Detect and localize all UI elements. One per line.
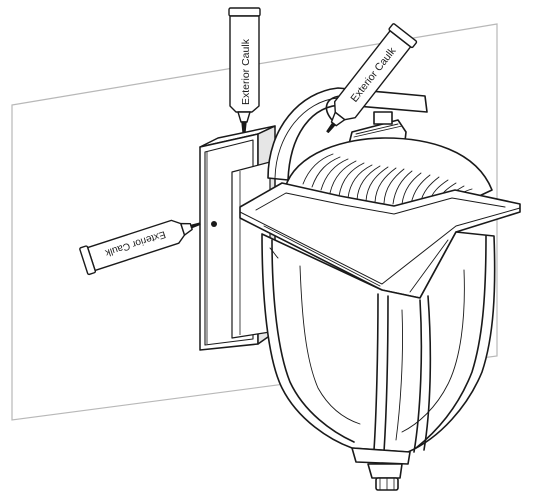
lantern <box>239 111 521 491</box>
screw-hole <box>211 221 217 227</box>
caulk-label-top: Exterior Caulk <box>240 38 252 105</box>
mounting-arm <box>267 87 428 181</box>
lantern-bottom-cap <box>351 447 411 491</box>
caulk-tube-top: Exterior Caulk <box>228 7 261 133</box>
lantern-frame <box>269 235 487 453</box>
